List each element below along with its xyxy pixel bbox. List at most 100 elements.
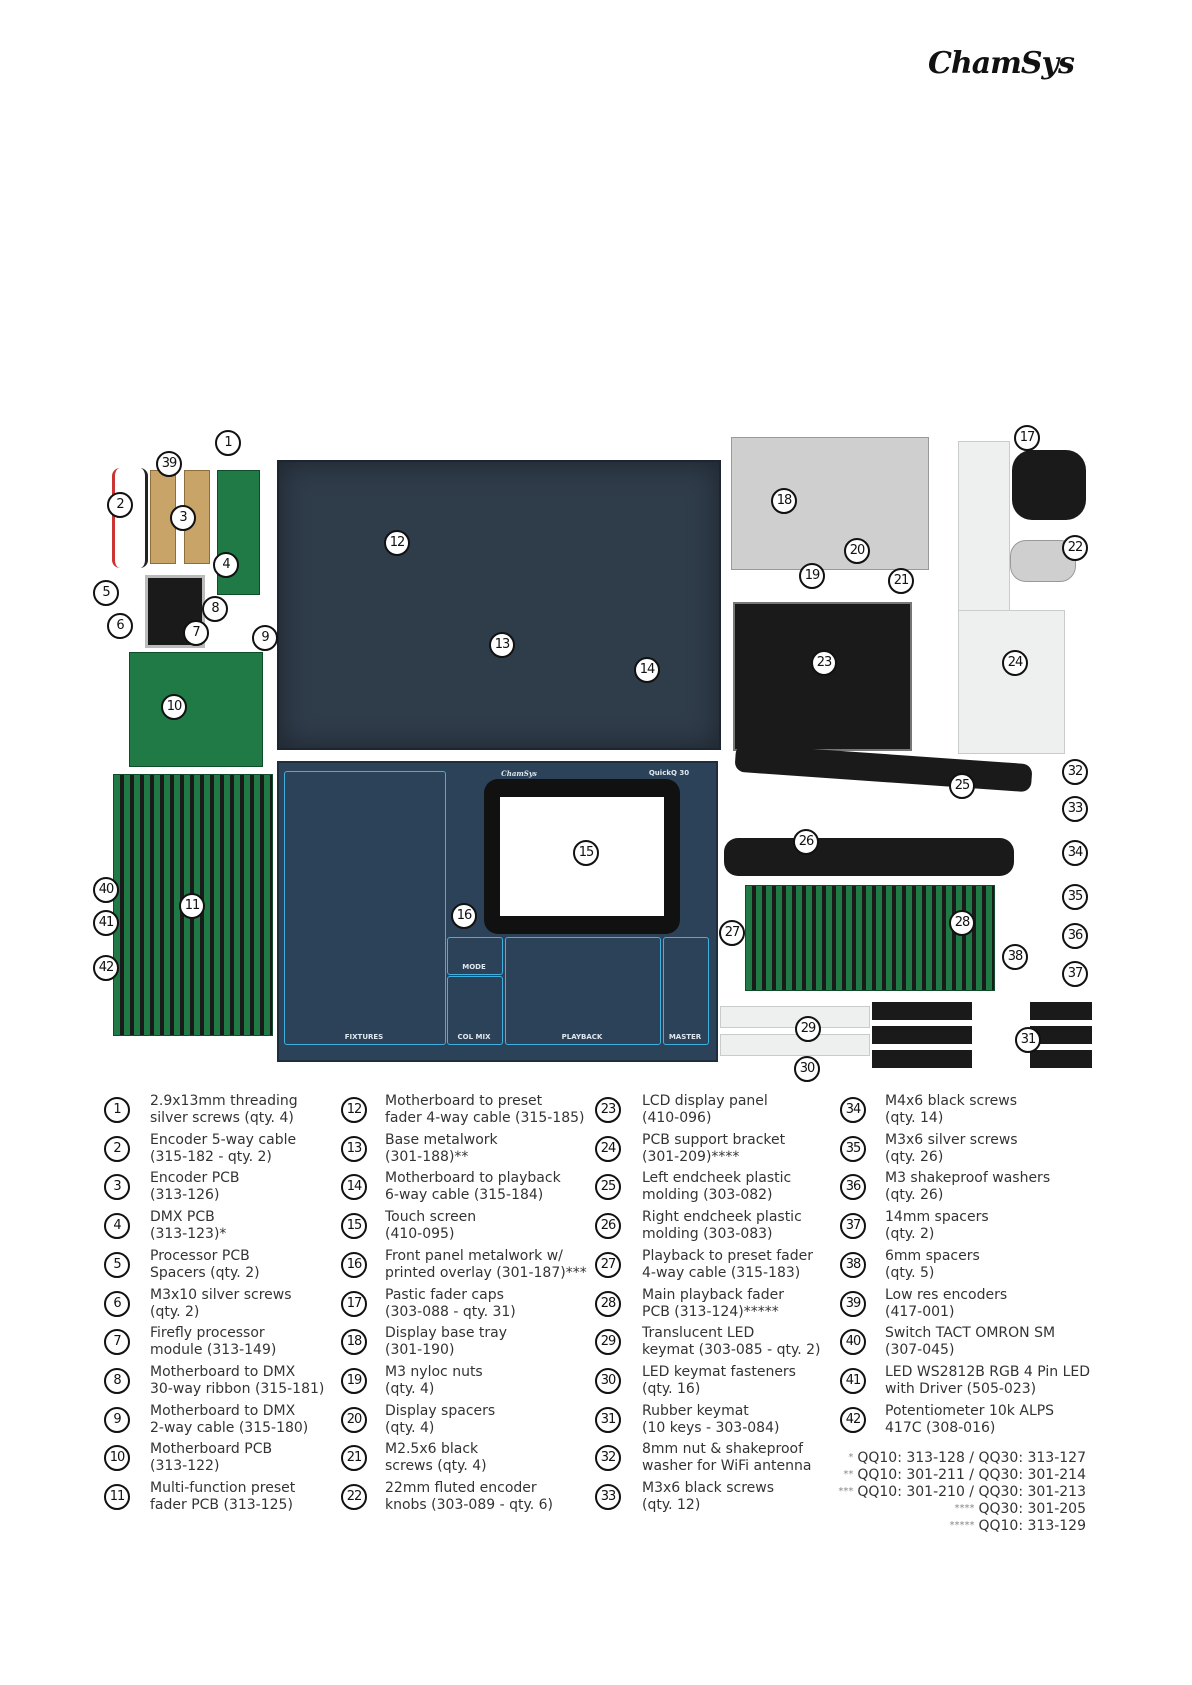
legend-line: 14mm spacers <box>885 1209 989 1226</box>
photo-callout-24: 24 <box>1002 650 1028 676</box>
footnote-marker: *** <box>838 1486 854 1497</box>
photo-callout-19: 19 <box>799 563 825 589</box>
legend-line: (qty. 2) <box>150 1303 200 1320</box>
mode-section <box>447 937 503 975</box>
footnote: ****QQ30: 301-205 <box>954 1500 1086 1518</box>
legend-line: Encoder 5-way cable <box>150 1131 297 1148</box>
legend-item-text: DMX PCB(313-123)* <box>150 1209 226 1243</box>
legend-line: Motherboard PCB <box>150 1441 273 1458</box>
legend-line: PCB support bracket <box>642 1131 786 1148</box>
legend-number: 18 <box>341 1329 367 1356</box>
photo-callout-30: 30 <box>794 1056 820 1082</box>
photo-callout-23: 23 <box>811 650 837 676</box>
legend-line: Playback to preset fader <box>642 1247 813 1264</box>
legend-line: (qty. 14) <box>885 1110 944 1126</box>
mode-label: MODE <box>462 963 486 971</box>
legend-number: 6 <box>104 1290 130 1317</box>
legend-line: 22mm fluted encoder <box>385 1480 537 1496</box>
photo-callout-12: 12 <box>384 530 410 556</box>
motherboard-pcb <box>129 652 263 767</box>
pcb-support-bracket <box>958 610 1065 754</box>
footnote-text: QQ10: 313-129 <box>978 1518 1086 1534</box>
legend-item-text: Motherboard PCB(313-122) <box>150 1441 272 1475</box>
display-base-tray <box>731 437 929 570</box>
photo-callout-7: 7 <box>183 620 209 646</box>
photo-callout-40: 40 <box>93 877 119 903</box>
legend-item-text: M3 nyloc nuts(qty. 4) <box>385 1364 483 1398</box>
photo-callout-13: 13 <box>489 632 515 658</box>
legend-line: 2-way cable (315-180) <box>150 1419 309 1436</box>
legend-line: M3x10 silver screws <box>150 1286 292 1303</box>
photo-callout-36: 36 <box>1062 923 1088 949</box>
legend-line: M3 nyloc nuts <box>385 1363 483 1380</box>
legend-line: (qty. 4) <box>385 1380 435 1397</box>
photo-callout-34: 34 <box>1062 840 1088 866</box>
legend-number: 35 <box>840 1135 866 1162</box>
legend-number: 5 <box>104 1251 130 1278</box>
encoder-cable <box>112 468 148 568</box>
playback-label: PLAYBACK <box>561 1033 603 1041</box>
legend-line: (qty. 5) <box>885 1264 935 1281</box>
legend-number: 41 <box>840 1367 866 1394</box>
legend-item-text: M4x6 black screws(qty. 14) <box>885 1093 1017 1127</box>
legend-line: Touch screen <box>385 1209 477 1226</box>
legend-line: (qty. 26) <box>885 1148 944 1165</box>
photo-callout-17: 17 <box>1014 425 1040 451</box>
photo-callout-41: 41 <box>93 910 119 936</box>
legend-number: 15 <box>341 1213 367 1240</box>
legend-number: 32 <box>595 1445 621 1472</box>
legend-line: Motherboard to DMX <box>150 1363 296 1380</box>
legend-line: Translucent LED <box>642 1325 755 1342</box>
legend-line: (qty. 2) <box>885 1226 935 1243</box>
photo-callout-8: 8 <box>202 596 228 622</box>
legend-line: Potentiometer 10k ALPS <box>885 1402 1055 1419</box>
legend-item-text: M3 shakeproof washers(qty. 26) <box>885 1170 1050 1204</box>
legend-number: 33 <box>595 1484 621 1510</box>
playback-section <box>505 937 661 1045</box>
legend-number: 25 <box>595 1174 621 1201</box>
legend-line: (10 keys - 303-084) <box>642 1419 780 1436</box>
col-mix-label: COL MIX <box>457 1033 491 1041</box>
master-label: MASTER <box>668 1033 702 1041</box>
legend-line: (qty. 12) <box>642 1497 701 1513</box>
legend-number: 30 <box>595 1367 621 1394</box>
photo-callout-22: 22 <box>1062 535 1088 561</box>
legend-number: 37 <box>840 1213 866 1240</box>
legend-number: 10 <box>104 1445 130 1472</box>
photo-callout-31: 31 <box>1015 1027 1041 1053</box>
legend-line: Processor PCB <box>150 1247 250 1264</box>
legend-line: Spacers (qty. 2) <box>150 1264 260 1281</box>
legend-number: 9 <box>104 1406 130 1433</box>
legend-line: 6mm spacers <box>885 1247 980 1264</box>
legend-number: 24 <box>595 1135 621 1162</box>
col-mix-section <box>447 976 503 1045</box>
legend-number: 11 <box>104 1484 130 1510</box>
photo-callout-2: 2 <box>107 492 133 518</box>
fixtures-section <box>284 771 446 1045</box>
legend-line: DMX PCB <box>150 1209 215 1226</box>
legend-line: fader PCB (313-125) <box>150 1497 293 1513</box>
legend-item-text: Encoder PCB(313-126) <box>150 1170 240 1204</box>
footnote-marker: ***** <box>949 1520 975 1531</box>
legend-line: Low res encoders <box>885 1286 1008 1303</box>
legend-line: (301-188)** <box>385 1148 469 1165</box>
footnote: **QQ10: 301-211 / QQ30: 301-214 <box>843 1466 1086 1484</box>
legend-line: (qty. 4) <box>385 1419 435 1436</box>
legend-line: Switch TACT OMRON SM <box>885 1325 1056 1342</box>
photo-callout-6: 6 <box>107 613 133 639</box>
legend-line: LED keymat fasteners <box>642 1363 796 1380</box>
legend-item-text: Pastic fader caps(303-088 - qty. 31) <box>385 1287 516 1321</box>
photo-callout-20: 20 <box>844 538 870 564</box>
photo-callout-21: 21 <box>888 568 914 594</box>
legend-number: 17 <box>341 1290 367 1317</box>
legend-line: (307-045) <box>885 1342 955 1359</box>
photo-callout-16: 16 <box>451 903 477 929</box>
panel-brand: ChamSys <box>501 769 537 778</box>
photo-callout-37: 37 <box>1062 961 1088 987</box>
legend-line: M4x6 black screws <box>885 1093 1018 1109</box>
